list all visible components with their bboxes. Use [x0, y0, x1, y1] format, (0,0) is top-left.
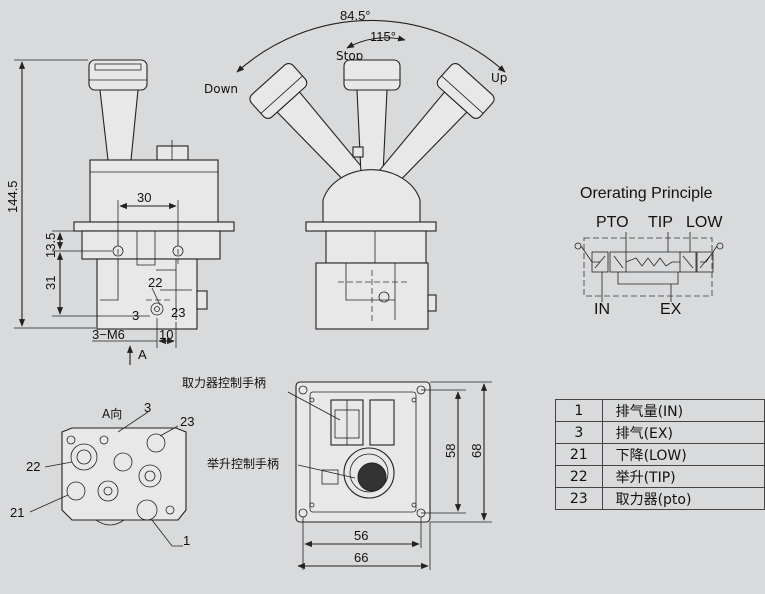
a-view-label: A向	[102, 406, 122, 421]
position-down: Down	[204, 82, 238, 96]
dim-56: 56	[354, 528, 368, 543]
callout-3-front: 3	[132, 308, 139, 323]
callout-1-bottom: 1	[183, 533, 190, 548]
side-view: 84.5° 115° Down Stop Up	[204, 8, 507, 330]
position-up: Up	[491, 71, 507, 85]
part-name: 取力器(pto)	[601, 487, 765, 510]
dim-13-5: 13.5	[43, 233, 58, 258]
callout-3-bottom: 3	[144, 400, 151, 415]
table-row: 22 举升(TIP)	[555, 465, 765, 488]
part-name: 下降(LOW)	[601, 443, 765, 466]
principle-tip: TIP	[648, 214, 673, 231]
dim-115: 115°	[370, 29, 396, 44]
table-row: 21 下降(LOW)	[555, 443, 765, 466]
part-number: 23	[555, 487, 603, 510]
table-row: 3 排气(EX)	[555, 421, 765, 444]
dim-68: 68	[469, 444, 484, 458]
callout-21-bottom: 21	[10, 505, 24, 520]
table-row: 1 排气量(IN)	[555, 399, 765, 422]
parts-table: 1 排气量(IN) 3 排气(EX) 21 下降(LOW) 22 举升(TIP)…	[555, 399, 765, 510]
dim-3-m6: 3−M6	[92, 327, 125, 342]
principle-pto: PTO	[596, 214, 629, 231]
principle-in: IN	[594, 301, 610, 318]
principle-title: Orerating Principle	[580, 185, 713, 202]
top-panel-view: 取力器控制手柄 举升控制手柄 58 68 56 66	[182, 376, 492, 570]
dim-30: 30	[137, 190, 151, 205]
dim-31: 31	[43, 276, 58, 290]
part-number: 3	[555, 421, 603, 444]
dim-66: 66	[354, 550, 368, 565]
part-number: 21	[555, 443, 603, 466]
callout-22-bottom: 22	[26, 459, 40, 474]
part-name: 排气(EX)	[601, 421, 765, 444]
principle-low: LOW	[686, 214, 723, 231]
table-row: 23 取力器(pto)	[555, 487, 765, 510]
view-a-label: A	[138, 347, 147, 362]
part-name: 举升(TIP)	[601, 465, 765, 488]
dim-10: 10	[159, 327, 173, 342]
dim-58: 58	[443, 444, 458, 458]
callout-23-bottom: 23	[180, 414, 194, 429]
bottom-view: A向 3 23 22 21 1	[10, 400, 194, 548]
part-number: 1	[555, 399, 603, 422]
part-number: 22	[555, 465, 603, 488]
pto-handle-label: 取力器控制手柄	[182, 376, 266, 390]
part-name: 排气量(IN)	[601, 399, 765, 422]
lift-handle-label: 举升控制手柄	[207, 457, 279, 471]
callout-22-front: 22	[148, 275, 162, 290]
principle-ex: EX	[660, 301, 682, 318]
dim-144-5: 144.5	[5, 180, 20, 213]
operating-principle: Orerating Principle PTO TIP LOW IN EX	[574, 185, 724, 318]
callout-23-front: 23	[171, 305, 185, 320]
front-view: 144.5 30 13.5 31 3−M6 10 A 22 3 23	[5, 59, 235, 365]
dim-84-5: 84.5°	[340, 8, 371, 23]
